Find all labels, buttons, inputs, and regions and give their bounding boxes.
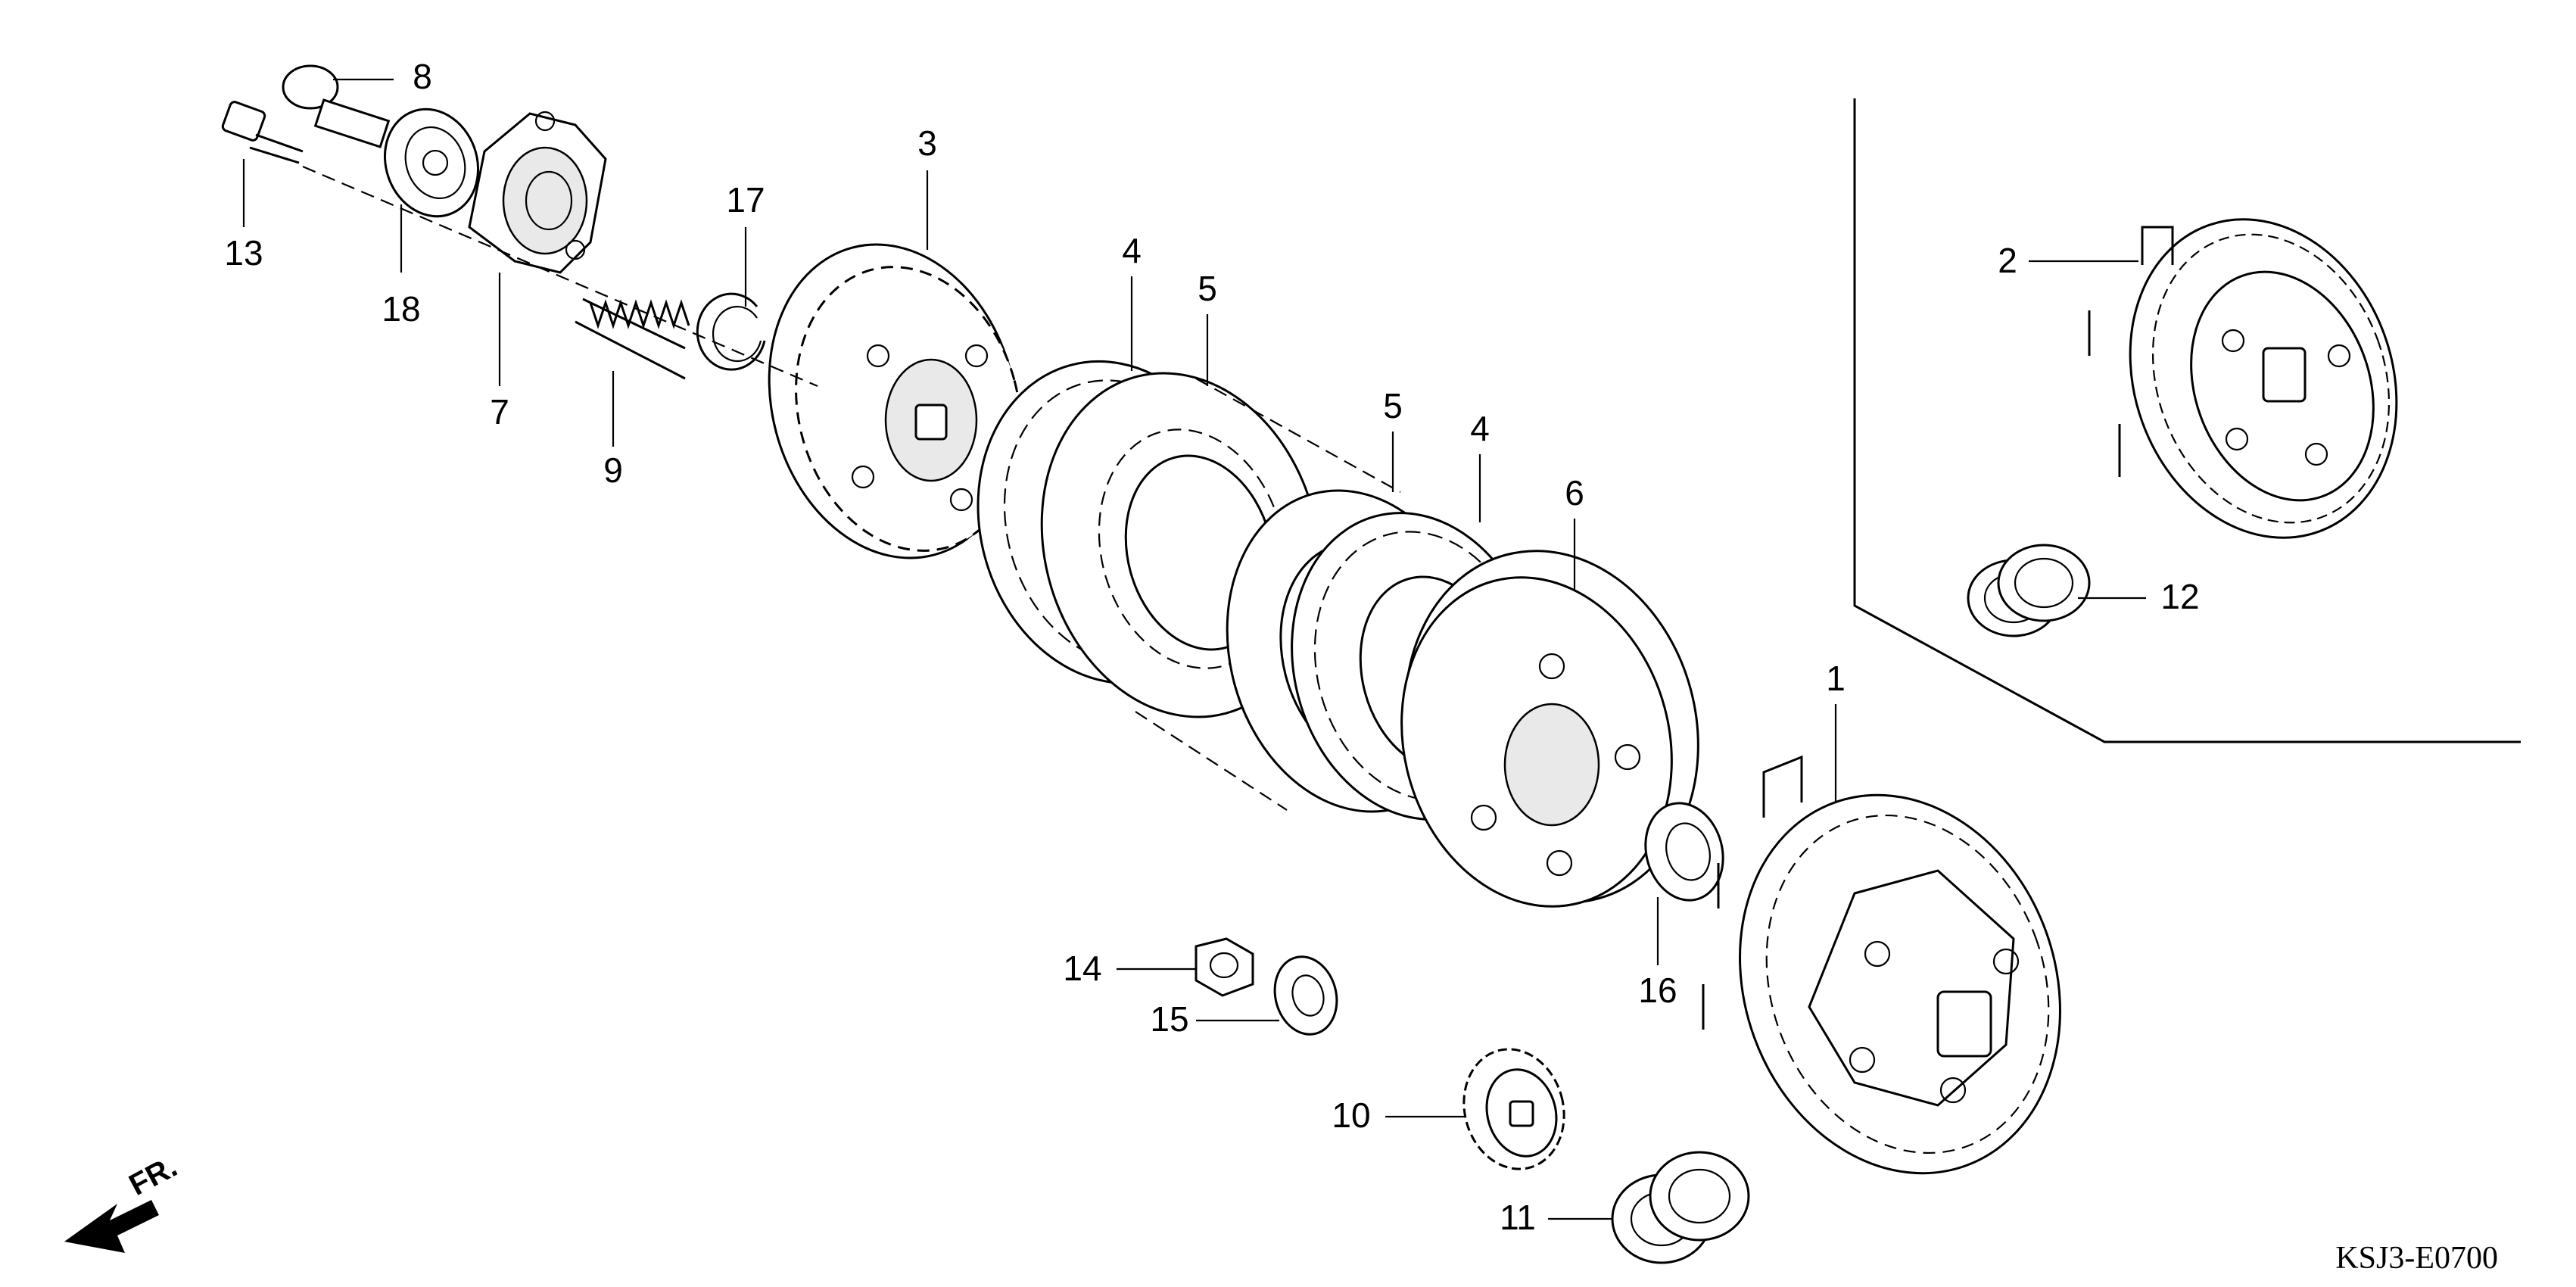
part-18-bearing [383, 108, 480, 218]
part-15-washer [1273, 955, 1338, 1036]
callout-4-right: 4 [1470, 409, 1490, 448]
part-14-nut [1195, 937, 1254, 997]
part-11-collar [1611, 1151, 1750, 1264]
callout-16: 16 [1638, 971, 1677, 1010]
part-16-lock-washer [1644, 802, 1724, 902]
callout-13: 13 [224, 233, 263, 273]
callout-12: 12 [2160, 577, 2199, 616]
front-direction-arrow-icon [64, 1200, 159, 1253]
callout-11: 11 [1500, 1198, 1536, 1237]
callout-18: 18 [382, 289, 420, 329]
callout-10: 10 [1332, 1095, 1370, 1135]
part-1-clutch-outer [1702, 755, 2061, 1175]
part-2-clutch-outer-alt [2088, 218, 2398, 539]
diagram-code: KSJ3-E0700 [2335, 1241, 2498, 1276]
part-13-bolt [221, 101, 304, 164]
callout-6: 6 [1565, 473, 1584, 513]
part-12-collar [1967, 544, 2091, 637]
front-direction-label: FR. [124, 1150, 183, 1202]
part-3-pressure-plate [768, 243, 1022, 559]
callout-15: 15 [1150, 999, 1188, 1039]
part-6-clutch-center [1400, 550, 1699, 908]
part-8-bolt [282, 64, 391, 148]
callout-17: 17 [726, 180, 765, 220]
part-10-gear [1462, 1048, 1565, 1170]
part-7-lifter-plate [468, 111, 607, 274]
callout-4-left: 4 [1122, 231, 1142, 270]
leader-lines [242, 78, 2146, 1220]
inset-frame [1853, 98, 2521, 743]
assembly-lines [302, 165, 1401, 811]
callout-7: 7 [490, 392, 509, 432]
callout-5-right: 5 [1383, 386, 1403, 425]
callout-8: 8 [413, 57, 432, 96]
callout-labels: 8 13 18 7 9 17 3 4 5 5 4 6 1 2 12 14 15 … [224, 57, 2199, 1237]
callout-14: 14 [1063, 949, 1101, 988]
callout-3: 3 [917, 123, 937, 163]
callout-2: 2 [1998, 241, 2017, 280]
part-9-spring [575, 298, 690, 380]
part-17-circlip [696, 292, 766, 371]
callout-5-left: 5 [1198, 269, 1217, 308]
callout-9: 9 [603, 450, 623, 490]
callout-1: 1 [1826, 659, 1846, 698]
